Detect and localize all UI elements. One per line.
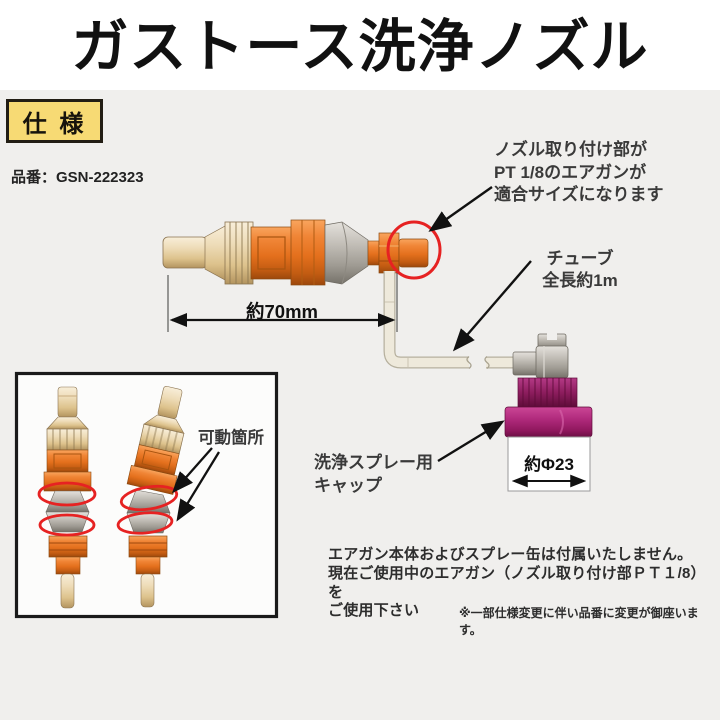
arrow-to-mount <box>428 186 493 232</box>
inset-nozzle-tilted <box>116 385 185 608</box>
page-title: ガストース洗浄ノズル <box>71 15 649 79</box>
accessory-notes-line1: エアガン本体およびスプレー缶は付属いたしません。 <box>328 546 693 563</box>
arrow-to-cap <box>437 420 505 463</box>
tube <box>383 271 515 370</box>
swivel-cone-gray <box>324 221 369 285</box>
callout-nozzle-mount-line3: 適合サイズになります <box>494 185 664 205</box>
highlight-circle-joint-lower <box>38 513 96 537</box>
callout-tube-line2: 全長約1m <box>542 270 618 290</box>
callout-nozzle-mount-line2: PT 1/8のエアガンが <box>494 162 647 182</box>
accessory-notes-line2: 現在ご使用中のエアガン（ノズル取り付け部ＰＴ１/8）を <box>328 564 706 601</box>
highlight-circle-mount <box>386 220 442 280</box>
cap-connector-gray <box>512 332 569 379</box>
nozzle-body-orange <box>250 219 326 286</box>
highlight-circle-joint-upper <box>119 484 179 512</box>
callout-nozzle-mount-line1: ノズル取り付け部が <box>494 140 647 159</box>
cap-diameter-dimension <box>507 436 591 492</box>
highlight-circle-joint-upper <box>37 481 97 507</box>
mount-fitting-orange <box>367 232 429 274</box>
arrow-to-joint-upper <box>171 447 213 494</box>
callout-nozzle-mount: ノズル取り付け部が PT 1/8のエアガンが 適合サイズになります <box>494 139 664 207</box>
spec-change-disclaimer: ※一部仕様変更に伴い品番に変更が御座います。 <box>459 606 699 637</box>
nozzle-tip <box>162 224 228 282</box>
part-number: 品番：GSN-222323 <box>11 169 144 186</box>
accessory-notes: エアガン本体およびスプレー缶は付属いたしません。 現在ご使用中のエアガン（ノズル… <box>328 546 720 621</box>
spec-badge: 仕 様 <box>6 99 103 143</box>
inset-nozzle-straight <box>37 386 97 609</box>
arrow-to-tube <box>452 260 532 352</box>
spec-badge-label: 仕 様 <box>22 110 87 138</box>
callout-tube: チューブ 全長約1m <box>521 248 639 291</box>
callout-tube-line1: チューブ <box>546 249 614 268</box>
tube-break-mark <box>466 355 472 370</box>
length-dimension <box>167 273 398 332</box>
knurled-ring <box>224 221 254 285</box>
tube-break-mark <box>484 355 490 370</box>
nozzle-assembly-side-view <box>162 219 442 286</box>
callout-spray-cap: 洗浄スプレー用 キャップ <box>314 452 433 497</box>
callout-spray-cap-line2: キャップ <box>314 475 382 495</box>
callout-spray-cap-line1: 洗浄スプレー用 <box>314 453 433 472</box>
highlight-circle-joint-lower <box>116 511 174 535</box>
callout-movable-parts: 可動箇所 <box>198 429 264 447</box>
arrow-to-joint-lower <box>176 451 220 522</box>
spray-cap <box>504 377 593 438</box>
length-dimension-label: 約70mm <box>246 301 318 322</box>
cap-diameter-label: 約Φ23 <box>524 455 574 474</box>
movable-joints-inset <box>14 371 279 619</box>
accessory-notes-line3: ご使用下さい <box>328 602 420 620</box>
